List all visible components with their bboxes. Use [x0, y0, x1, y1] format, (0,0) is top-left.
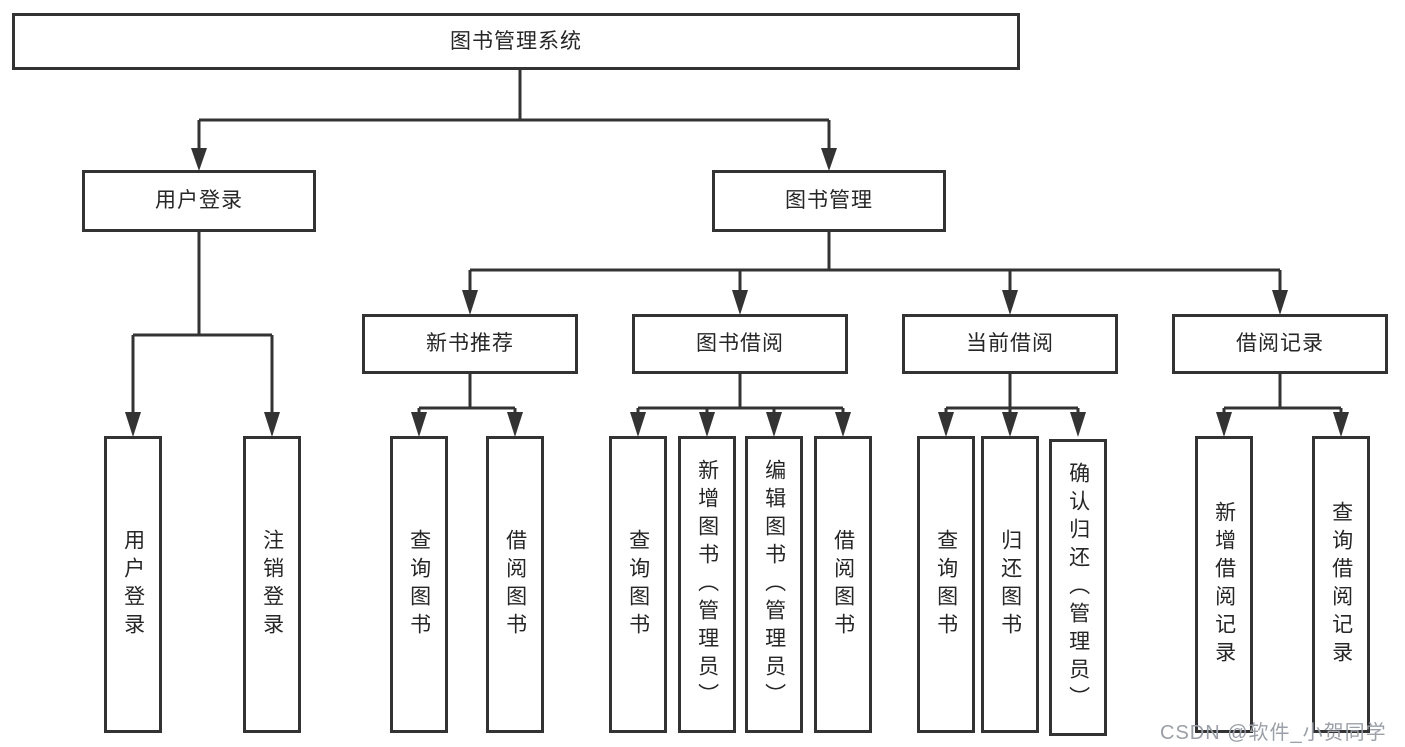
leaf-borrow-edit-book-admin: 编辑图书（管理员）: [745, 436, 803, 733]
leaf-borrow-borrow-book: 借阅图书: [814, 436, 872, 733]
node-borrow-record: 借阅记录: [1172, 314, 1388, 374]
leaf-record-query-record: 查询借阅记录: [1312, 436, 1370, 733]
node-root-system: 图书管理系统: [12, 13, 1020, 70]
leaf-current-return-book: 归还图书: [981, 436, 1039, 733]
connector-new-book-branch: [411, 374, 523, 437]
connector-user-login-branch: [125, 232, 280, 437]
connector-book-borrow-branch: [630, 374, 851, 437]
leaf-current-confirm-return-admin: 确认归还（管理员）: [1049, 439, 1107, 736]
leaf-current-query-book: 查询图书: [917, 436, 975, 733]
leaf-newbook-borrow-book: 借阅图书: [486, 436, 544, 733]
leaf-user-login: 用户登录: [104, 436, 162, 733]
connector-current-borrow-branch: [938, 374, 1086, 437]
node-user-login: 用户登录: [82, 170, 316, 232]
csdn-watermark: CSDN @软件_小贺同学: [1160, 722, 1387, 744]
leaf-newbook-query-book: 查询图书: [390, 436, 448, 733]
node-current-borrow: 当前借阅: [902, 314, 1118, 374]
leaf-borrow-add-book-admin: 新增图书（管理员）: [678, 436, 736, 733]
connector-book-management-branch: [462, 232, 1288, 315]
leaf-logout: 注销登录: [243, 436, 301, 733]
connector-root: [191, 70, 837, 171]
leaf-borrow-query-book: 查询图书: [609, 436, 667, 733]
leaf-record-add-record: 新增借阅记录: [1195, 436, 1253, 733]
node-book-management: 图书管理: [712, 170, 946, 232]
node-new-book-recommend: 新书推荐: [362, 314, 578, 374]
connector-borrow-record-branch: [1216, 374, 1349, 437]
node-book-borrow: 图书借阅: [632, 314, 848, 374]
